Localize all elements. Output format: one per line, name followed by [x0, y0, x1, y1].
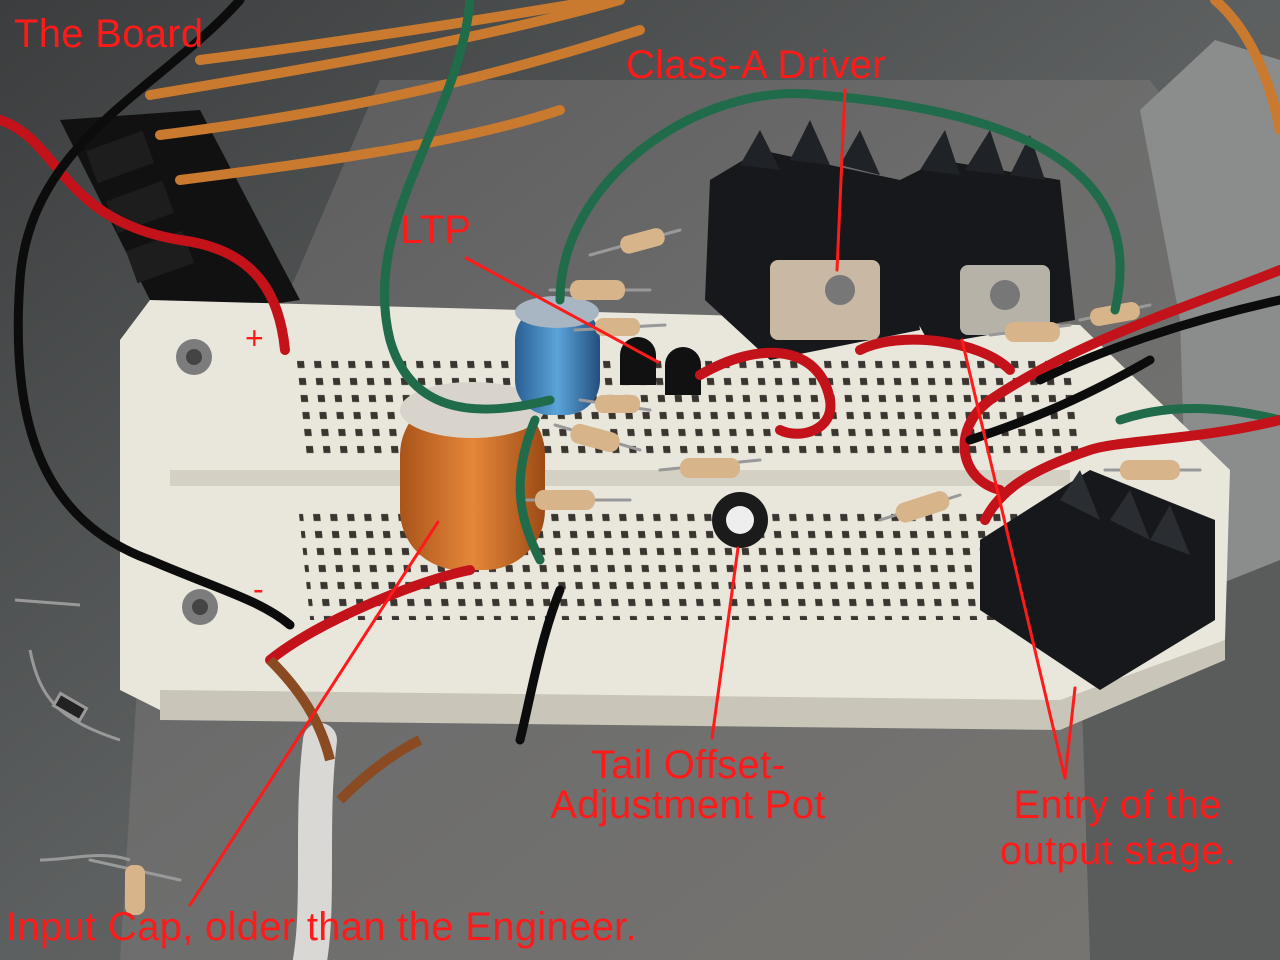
trim-pot: [712, 492, 768, 548]
blue-capacitor: [515, 296, 600, 415]
ltp-transistors: [620, 337, 701, 395]
heatsink-output-2: [980, 470, 1215, 690]
label-output-stage-line2: output stage.: [999, 829, 1236, 873]
label-minus-rail: -: [253, 571, 264, 607]
loose-diodes: [14, 598, 131, 862]
wires-black: [13, 0, 1280, 745]
label-output-stage-line1: Entry of the: [1013, 783, 1222, 827]
annotation-lines: [188, 88, 1077, 907]
resistors: [88, 228, 1202, 915]
label-tail-pot: Tail Offset- Adjustment Pot: [520, 745, 856, 825]
wires-red: [0, 115, 1280, 665]
input-cable: [266, 656, 423, 960]
label-class-a-driver: Class-A Driver: [626, 43, 886, 87]
label-plus-rail: +: [245, 320, 264, 356]
label-tail-pot-line1: Tail Offset-: [590, 743, 786, 787]
label-input-cap: Input Cap, older than the Engineer.: [6, 905, 637, 949]
heatsink-driver: [705, 120, 920, 360]
label-output-stage: Entry of the output stage.: [975, 785, 1260, 871]
label-tail-pot-line2: Adjustment Pot: [550, 783, 826, 827]
speaker-wires: [145, 0, 1280, 185]
label-ltp: LTP: [400, 208, 472, 252]
label-the-board: The Board: [14, 12, 204, 56]
heatsink-output-1: [900, 130, 1075, 345]
wires-green: [380, 0, 1280, 565]
